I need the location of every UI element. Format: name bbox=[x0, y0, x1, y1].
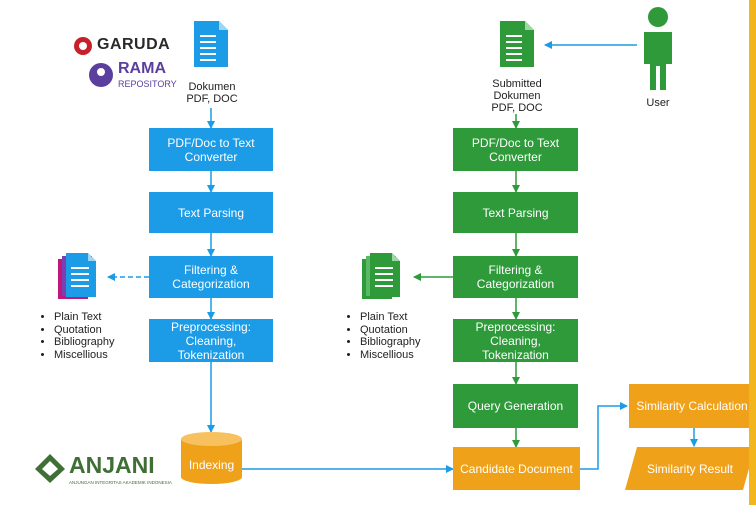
garuda-logo: GARUDA bbox=[73, 34, 183, 58]
left-filtering-label: Filtering & Categorization bbox=[172, 263, 250, 291]
left-parsing-box: Text Parsing bbox=[149, 192, 273, 233]
left-doc-label-line1: Dokumen bbox=[188, 81, 236, 93]
stacked-documents-icon-right bbox=[362, 253, 400, 299]
list-item: Plain Text bbox=[360, 311, 421, 324]
list-item: Miscellious bbox=[54, 349, 115, 362]
right-preprocessing-box: Preprocessing: Cleaning, Tokenization bbox=[453, 319, 578, 362]
database-icon bbox=[181, 432, 242, 484]
user-label: User bbox=[646, 97, 670, 109]
right-filtering-label: Filtering & Categorization bbox=[476, 263, 555, 291]
garuda-logo-text: GARUDA bbox=[97, 36, 171, 53]
rama-logo-subtext: REPOSITORY bbox=[118, 79, 177, 89]
right-doc-label-line1: Submitted bbox=[492, 78, 542, 90]
similarity-result-label: Similarity Result bbox=[646, 462, 733, 476]
anjani-emblem-icon bbox=[35, 454, 65, 483]
right-doc-label-line3: PDF, DOC bbox=[491, 102, 543, 114]
anjani-logo-text: ANJANI bbox=[69, 452, 155, 478]
right-parsing-box: Text Parsing bbox=[453, 192, 578, 233]
list-item: Plain Text bbox=[54, 311, 115, 324]
left-filtering-box: Filtering & Categorization bbox=[149, 256, 273, 298]
left-preprocessing-label: Preprocessing: Cleaning, Tokenization bbox=[170, 319, 252, 362]
anjani-logo: ANJANI ANJUNGAN INTEGRITAS AKADEMIK INDO… bbox=[33, 452, 183, 490]
right-filtering-box: Filtering & Categorization bbox=[453, 256, 578, 298]
indexing-label: Indexing bbox=[188, 458, 235, 472]
right-preprocessing-label: Preprocessing: Cleaning, Tokenization bbox=[475, 319, 556, 362]
right-converter-label: PDF/Doc to Text Converter bbox=[471, 135, 560, 164]
left-categories-list: Plain Text Quotation Bibliography Miscel… bbox=[38, 311, 115, 361]
parallelogram-shape bbox=[625, 447, 755, 490]
list-item: Bibliography bbox=[54, 336, 115, 349]
arrow-candidate-to-similarity bbox=[580, 402, 628, 470]
similarity-calculation-label: Similarity Calculation bbox=[636, 399, 748, 413]
rama-logo: RAMA REPOSITORY bbox=[88, 60, 188, 94]
list-item: Quotation bbox=[54, 324, 115, 337]
rama-emblem-icon bbox=[89, 63, 113, 87]
right-categories-list: Plain Text Quotation Bibliography Miscel… bbox=[344, 311, 421, 361]
left-preprocessing-box: Preprocessing: Cleaning, Tokenization bbox=[149, 319, 273, 362]
candidate-document-label: Candidate Document bbox=[460, 461, 573, 476]
similarity-result-box: Similarity Result bbox=[625, 447, 755, 490]
left-converter-box: PDF/Doc to Text Converter bbox=[149, 128, 273, 171]
left-converter-label: PDF/Doc to Text Converter bbox=[167, 135, 255, 164]
list-item: Bibliography bbox=[360, 336, 421, 349]
left-doc-label-line2: PDF, DOC bbox=[186, 93, 238, 105]
rama-logo-text: RAMA bbox=[118, 60, 166, 77]
anjani-logo-subtext: ANJUNGAN INTEGRITAS AKADEMIK INDONESIA bbox=[69, 480, 172, 485]
query-generation-box: Query Generation bbox=[453, 384, 578, 428]
list-item: Miscellious bbox=[360, 349, 421, 362]
right-converter-box: PDF/Doc to Text Converter bbox=[453, 128, 578, 171]
candidate-document-box: Candidate Document bbox=[453, 447, 580, 490]
stacked-documents-icon-left bbox=[58, 253, 96, 299]
right-parsing-label: Text Parsing bbox=[482, 205, 549, 220]
document-icon-left bbox=[194, 21, 228, 67]
user-icon bbox=[644, 7, 672, 90]
right-edge-bar bbox=[749, 0, 756, 505]
indexing-cylinder: Indexing bbox=[181, 432, 242, 484]
right-doc-label-line2: Dokumen bbox=[493, 90, 541, 102]
query-generation-label: Query Generation bbox=[467, 399, 564, 413]
similarity-calculation-box: Similarity Calculation bbox=[629, 384, 755, 428]
list-item: Quotation bbox=[360, 324, 421, 337]
garuda-emblem-icon bbox=[74, 37, 92, 55]
left-parsing-label: Text Parsing bbox=[177, 205, 245, 220]
document-icon-right bbox=[500, 21, 534, 67]
